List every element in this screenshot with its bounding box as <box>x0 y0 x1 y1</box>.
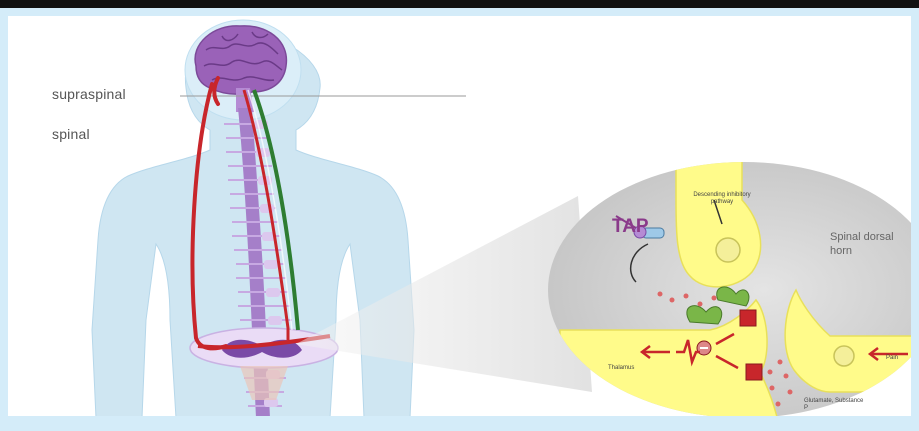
tap-label: TAP <box>612 216 649 238</box>
descending-pathway-label: Descending inhibitory pathway <box>692 192 752 206</box>
spinal-label: spinal <box>52 126 90 142</box>
glutamate-label: Glutamate, Substance P <box>804 398 864 412</box>
diagram-artwork <box>8 16 911 416</box>
synapse-inset <box>548 150 911 416</box>
pain-label: Pain <box>886 355 898 362</box>
receptor-1 <box>740 310 756 326</box>
receptor-2 <box>746 364 762 380</box>
vesicle <box>716 238 740 262</box>
spinal-dorsal-horn-label: Spinal dorsal horn <box>830 230 910 258</box>
supraspinal-label: supraspinal <box>52 86 126 102</box>
diagram-panel: supraspinal spinal Descending inhibitory… <box>8 16 911 416</box>
top-border <box>0 0 919 8</box>
vesicle-2 <box>834 346 854 366</box>
thalamus-label: Thalamus <box>608 365 634 372</box>
